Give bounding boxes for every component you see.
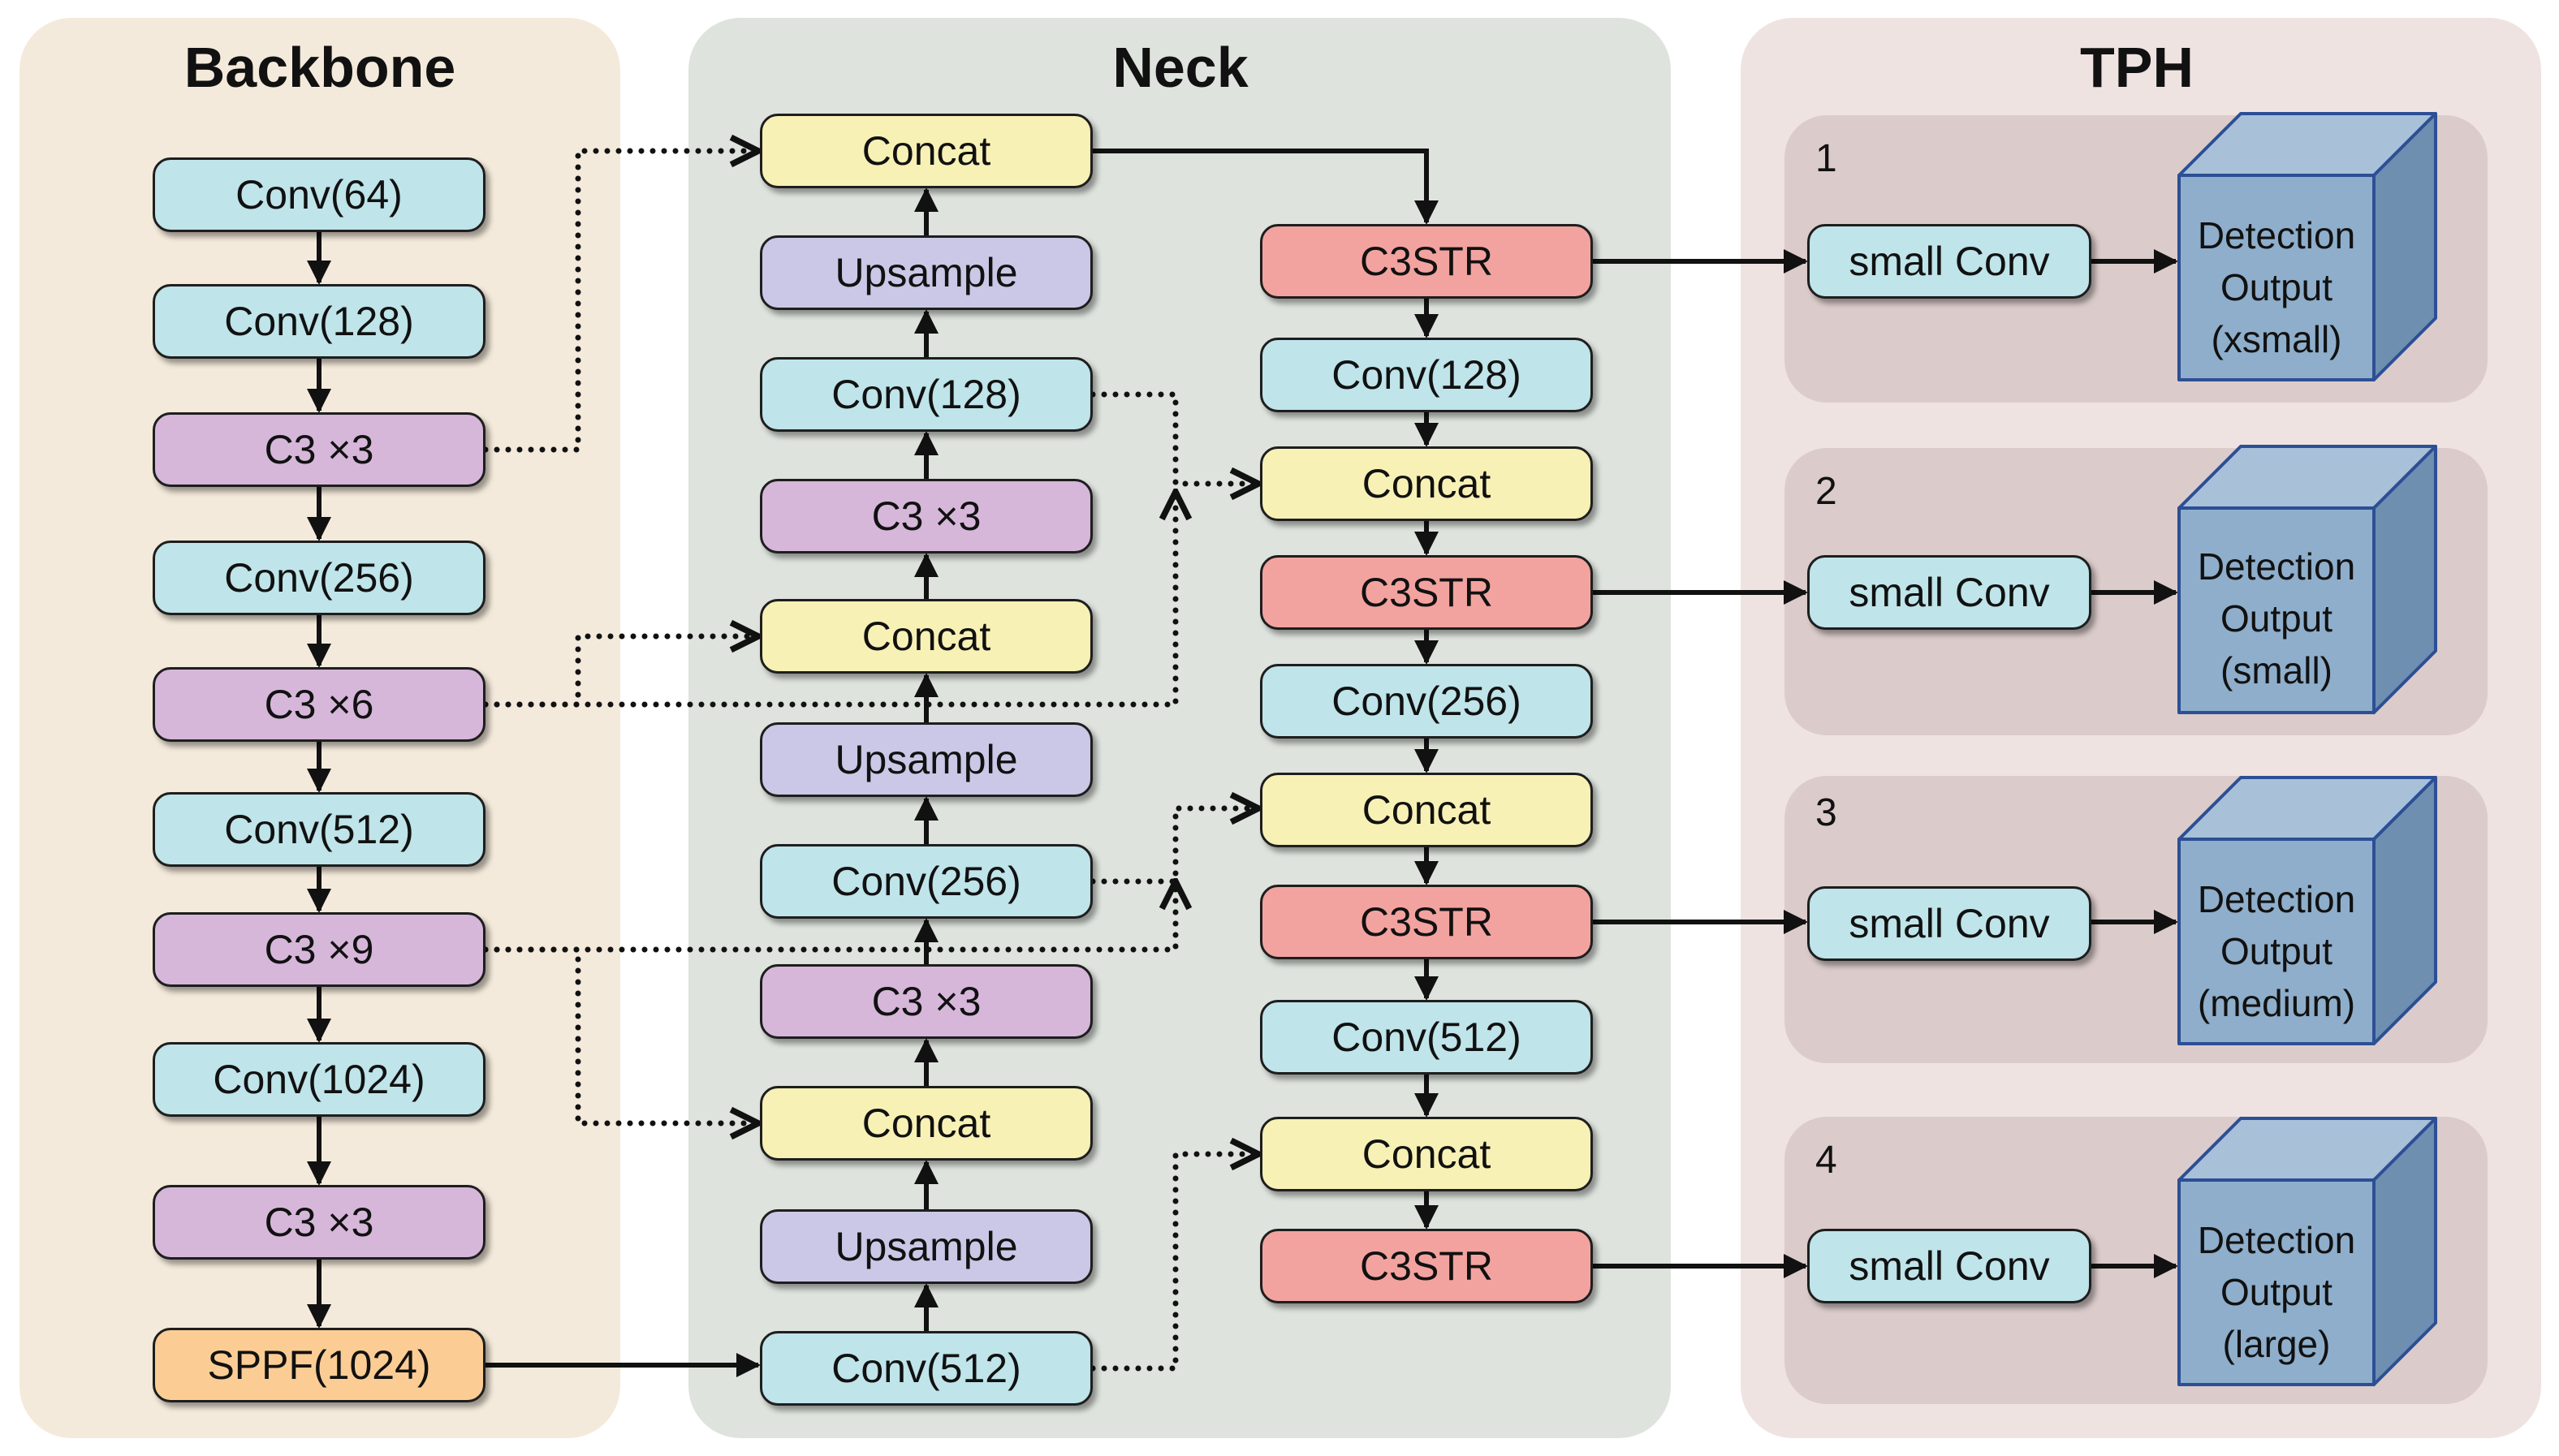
neck-upsample-3: Upsample xyxy=(760,1209,1093,1284)
detection-output-large: Detection Output (large) xyxy=(2179,1214,2374,1370)
detection-output-line: (large) xyxy=(2222,1323,2331,1365)
neck-concat-1: Concat xyxy=(760,114,1093,188)
detection-output-line: (medium) xyxy=(2197,982,2356,1024)
detection-output-line: Detection xyxy=(2197,878,2356,920)
backbone-conv-256: Conv(256) xyxy=(153,541,485,615)
tph-group-number: 4 xyxy=(1815,1139,1837,1182)
neck-c3str-4: C3STR xyxy=(1260,1229,1593,1303)
backbone-c3-x3-last: C3 ×3 xyxy=(153,1185,485,1260)
tph-group-number: 2 xyxy=(1815,470,1837,513)
detection-output-line: Output xyxy=(2220,930,2333,972)
tph-small-conv-2: small Conv xyxy=(1807,555,2091,630)
detection-cube-icon xyxy=(2177,776,2437,1045)
detection-output-line: (xsmall) xyxy=(2211,318,2342,360)
skip-c3x9-to-concat xyxy=(482,946,758,1123)
detection-output-line: Detection xyxy=(2197,545,2356,588)
detection-cube-icon xyxy=(2177,112,2437,381)
tph-small-conv-3: small Conv xyxy=(1807,886,2091,961)
tph-group-number: 3 xyxy=(1815,791,1837,834)
neck-conv-256: Conv(256) xyxy=(760,844,1093,919)
detection-output-line: (small) xyxy=(2220,649,2332,691)
detection-output-line: Output xyxy=(2220,597,2333,640)
tph-title: TPH xyxy=(2080,36,2194,99)
skip-c3x3-to-concat xyxy=(482,151,758,453)
tph-small-conv-1: small Conv xyxy=(1807,224,2091,299)
neck-conv-128: Conv(128) xyxy=(760,357,1093,432)
neck-c3str-3: C3STR xyxy=(1260,885,1593,959)
neck-title: Neck xyxy=(1112,36,1249,99)
skip-conv256-to-concat xyxy=(1090,808,1258,885)
backbone-conv-512: Conv(512) xyxy=(153,792,485,867)
detection-cube-icon xyxy=(2177,445,2437,714)
neck-conv-512-left: Conv(512) xyxy=(760,1331,1093,1406)
neck-upsample-2: Upsample xyxy=(760,722,1093,797)
skip-conv512-to-concat xyxy=(1090,1154,1258,1372)
backbone-title: Backbone xyxy=(183,36,456,99)
backbone-conv-1024: Conv(1024) xyxy=(153,1042,485,1117)
detection-output-line: Detection xyxy=(2197,1219,2356,1261)
backbone-conv-64: Conv(64) xyxy=(153,157,485,232)
tph-group-number: 1 xyxy=(1815,137,1837,180)
backbone-c3-x3: C3 ×3 xyxy=(153,412,485,487)
backbone-c3-x9: C3 ×9 xyxy=(153,912,485,987)
backbone-conv-128: Conv(128) xyxy=(153,284,485,359)
neck-conv-256-right: Conv(256) xyxy=(1260,664,1593,739)
skip-c3x9-to-neck xyxy=(482,881,1176,953)
neck-conv-128-right: Conv(128) xyxy=(1260,338,1593,412)
neck-concat-5: Concat xyxy=(1260,773,1593,847)
neck-concat-3: Concat xyxy=(760,1086,1093,1161)
neck-conv-512-right: Conv(512) xyxy=(1260,1000,1593,1075)
backbone-sppf-1024: SPPF(1024) xyxy=(153,1328,485,1402)
skip-c3x6-to-neck xyxy=(482,492,1176,708)
skip-conv128-to-concat xyxy=(1090,391,1258,484)
detection-output-xsmall: Detection Output (xsmall) xyxy=(2179,209,2374,365)
tph-small-conv-4: small Conv xyxy=(1807,1229,2091,1303)
neck-c3str-2: C3STR xyxy=(1260,555,1593,630)
detection-output-line: Output xyxy=(2220,266,2333,308)
neck-concat-6: Concat xyxy=(1260,1117,1593,1191)
backbone-c3-x6: C3 ×6 xyxy=(153,667,485,742)
neck-concat-2: Concat xyxy=(760,599,1093,674)
detection-output-small: Detection Output (small) xyxy=(2179,541,2374,696)
detection-output-line: Detection xyxy=(2197,214,2356,256)
neck-c3-x3-2: C3 ×3 xyxy=(760,964,1093,1039)
concat-to-c3str-arrow xyxy=(1093,149,1439,225)
neck-c3str-1: C3STR xyxy=(1260,224,1593,299)
detection-cube-icon xyxy=(2177,1117,2437,1386)
detection-output-line: Output xyxy=(2220,1271,2333,1313)
neck-c3-x3-1: C3 ×3 xyxy=(760,479,1093,554)
neck-upsample-1: Upsample xyxy=(760,235,1093,310)
detection-output-medium: Detection Output (medium) xyxy=(2179,873,2374,1029)
skip-c3x6-to-concat xyxy=(482,636,758,708)
neck-concat-4: Concat xyxy=(1260,446,1593,521)
